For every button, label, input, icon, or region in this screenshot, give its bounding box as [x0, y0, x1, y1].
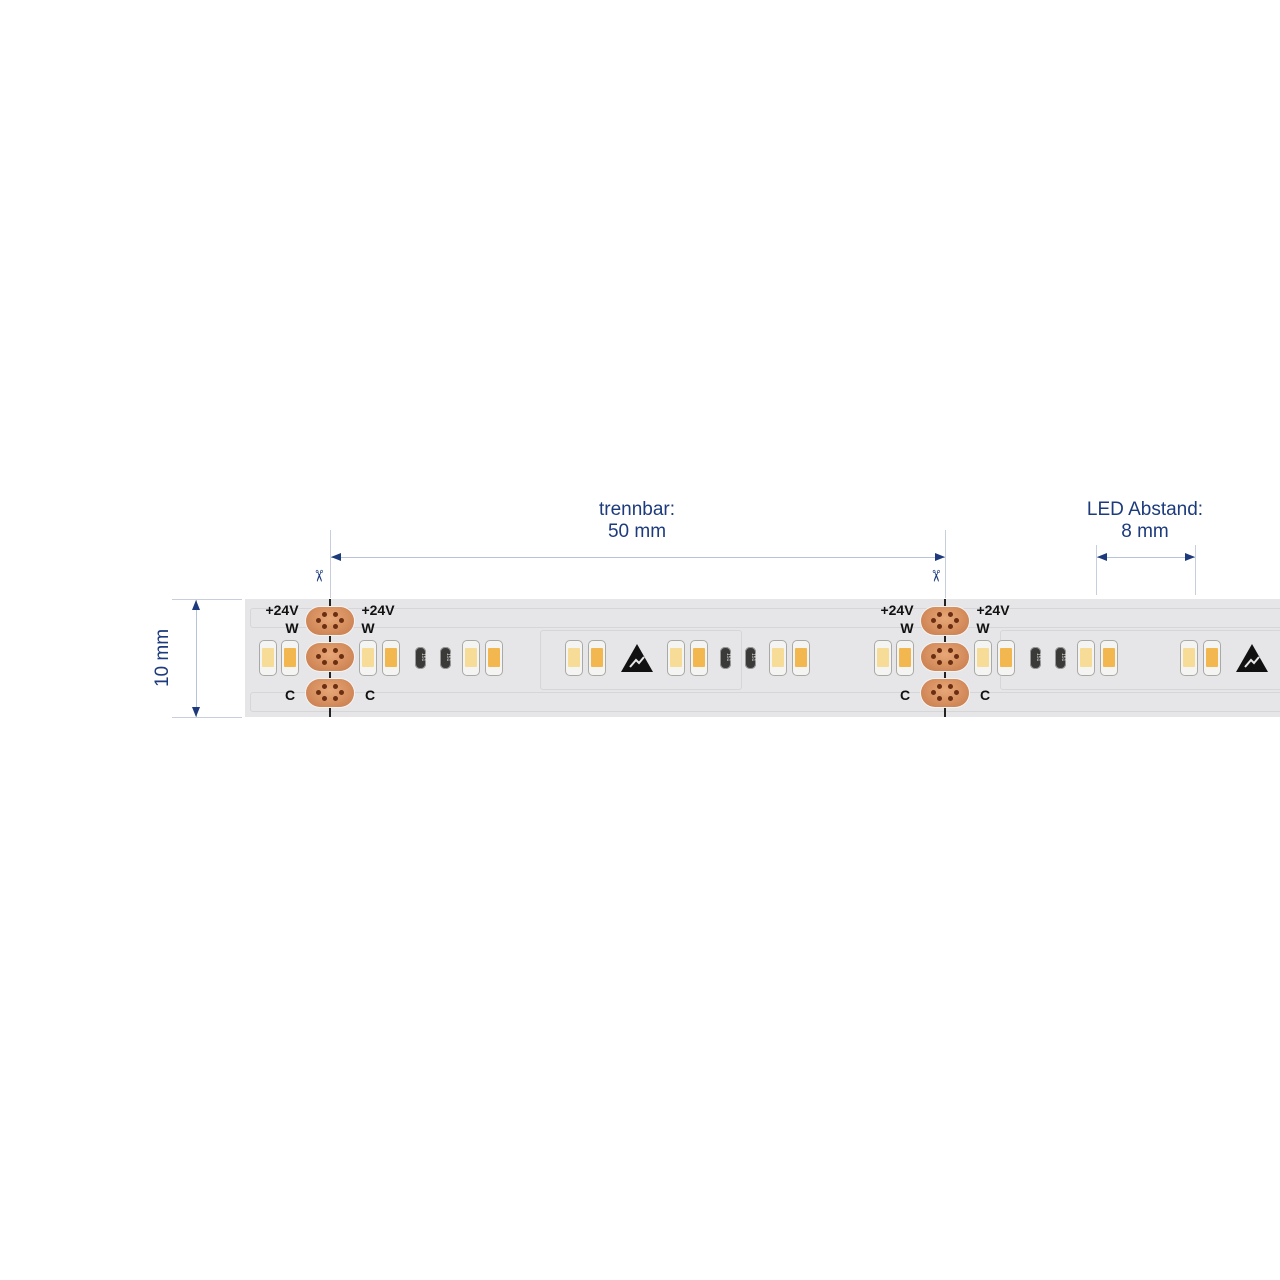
led-chip: [462, 640, 480, 676]
resistor: 151: [440, 647, 451, 669]
solder-pad: [306, 643, 354, 671]
led-chip: [792, 640, 810, 676]
arrow-down-icon: [192, 707, 200, 717]
pad-label: C: [899, 687, 911, 703]
resistor-code: 151: [750, 653, 756, 662]
scissors-icon: ✂: [309, 569, 327, 583]
resistor-code: 151: [1060, 653, 1066, 662]
arrow-up-icon: [192, 600, 200, 610]
solder-pad: [306, 607, 354, 635]
led-spacing-label: LED Abstand:: [1086, 499, 1204, 520]
led-strip: +24V W C +24V W C 151 151 151 151 +24V W C +24V W C 151 1…: [245, 599, 1280, 717]
pad-label: +24V: [976, 602, 1010, 618]
led-chip: [588, 640, 606, 676]
led-chip: [382, 640, 400, 676]
led-chip: [1180, 640, 1198, 676]
resistor: 151: [745, 647, 756, 669]
strip-width-dimension-line: [196, 600, 197, 717]
pad-label: +24V: [361, 602, 395, 618]
resistor-code: 151: [420, 653, 426, 662]
pad-label: W: [361, 620, 375, 636]
pad-label: W: [976, 620, 990, 636]
extension-line: [172, 717, 242, 718]
strip-width-value: 10 mm: [152, 628, 173, 688]
pad-label: C: [364, 687, 376, 703]
solder-pad: [921, 643, 969, 671]
resistor-code: 151: [1035, 653, 1041, 662]
led-chip: [259, 640, 277, 676]
pad-label: W: [900, 620, 914, 636]
pad-label: +24V: [265, 602, 299, 618]
resistor: 151: [1055, 647, 1066, 669]
led-chip: [1077, 640, 1095, 676]
extension-line: [1195, 545, 1196, 595]
resistor: 151: [1030, 647, 1041, 669]
copper-trace: [540, 630, 742, 690]
copper-trace: [250, 608, 1280, 628]
arrow-right-icon: [1185, 553, 1195, 561]
cut-interval-label: trennbar:: [598, 499, 676, 520]
led-chip: [281, 640, 299, 676]
arrow-right-icon: [935, 553, 945, 561]
extension-line: [945, 530, 946, 598]
scissors-icon: ✂: [926, 569, 944, 583]
pad-label: +24V: [880, 602, 914, 618]
esd-warning-icon: [1235, 643, 1269, 673]
led-chip: [485, 640, 503, 676]
solder-pad: [921, 679, 969, 707]
led-chip: [667, 640, 685, 676]
led-chip: [1100, 640, 1118, 676]
solder-pad: [921, 607, 969, 635]
pad-label: C: [979, 687, 991, 703]
pad-label: C: [284, 687, 296, 703]
copper-trace: [250, 692, 1280, 712]
led-chip: [997, 640, 1015, 676]
led-chip: [359, 640, 377, 676]
arrow-left-icon: [331, 553, 341, 561]
pad-label: W: [285, 620, 299, 636]
led-chip: [974, 640, 992, 676]
extension-line: [1096, 545, 1097, 595]
cut-interval-dimension-line: [331, 557, 945, 558]
led-chip: [690, 640, 708, 676]
led-chip: [769, 640, 787, 676]
arrow-left-icon: [1097, 553, 1107, 561]
resistor-code: 151: [445, 653, 451, 662]
esd-warning-icon: [620, 643, 654, 673]
led-chip: [565, 640, 583, 676]
led-spacing-dimension-line: [1097, 557, 1195, 558]
extension-line: [172, 599, 242, 600]
extension-line: [330, 530, 331, 598]
led-chip: [874, 640, 892, 676]
resistor-code: 151: [725, 653, 731, 662]
led-chip: [896, 640, 914, 676]
resistor: 151: [720, 647, 731, 669]
cut-interval-value: 50 mm: [607, 521, 667, 542]
led-spacing-value: 8 mm: [1121, 521, 1169, 542]
solder-pad: [306, 679, 354, 707]
led-chip: [1203, 640, 1221, 676]
resistor: 151: [415, 647, 426, 669]
